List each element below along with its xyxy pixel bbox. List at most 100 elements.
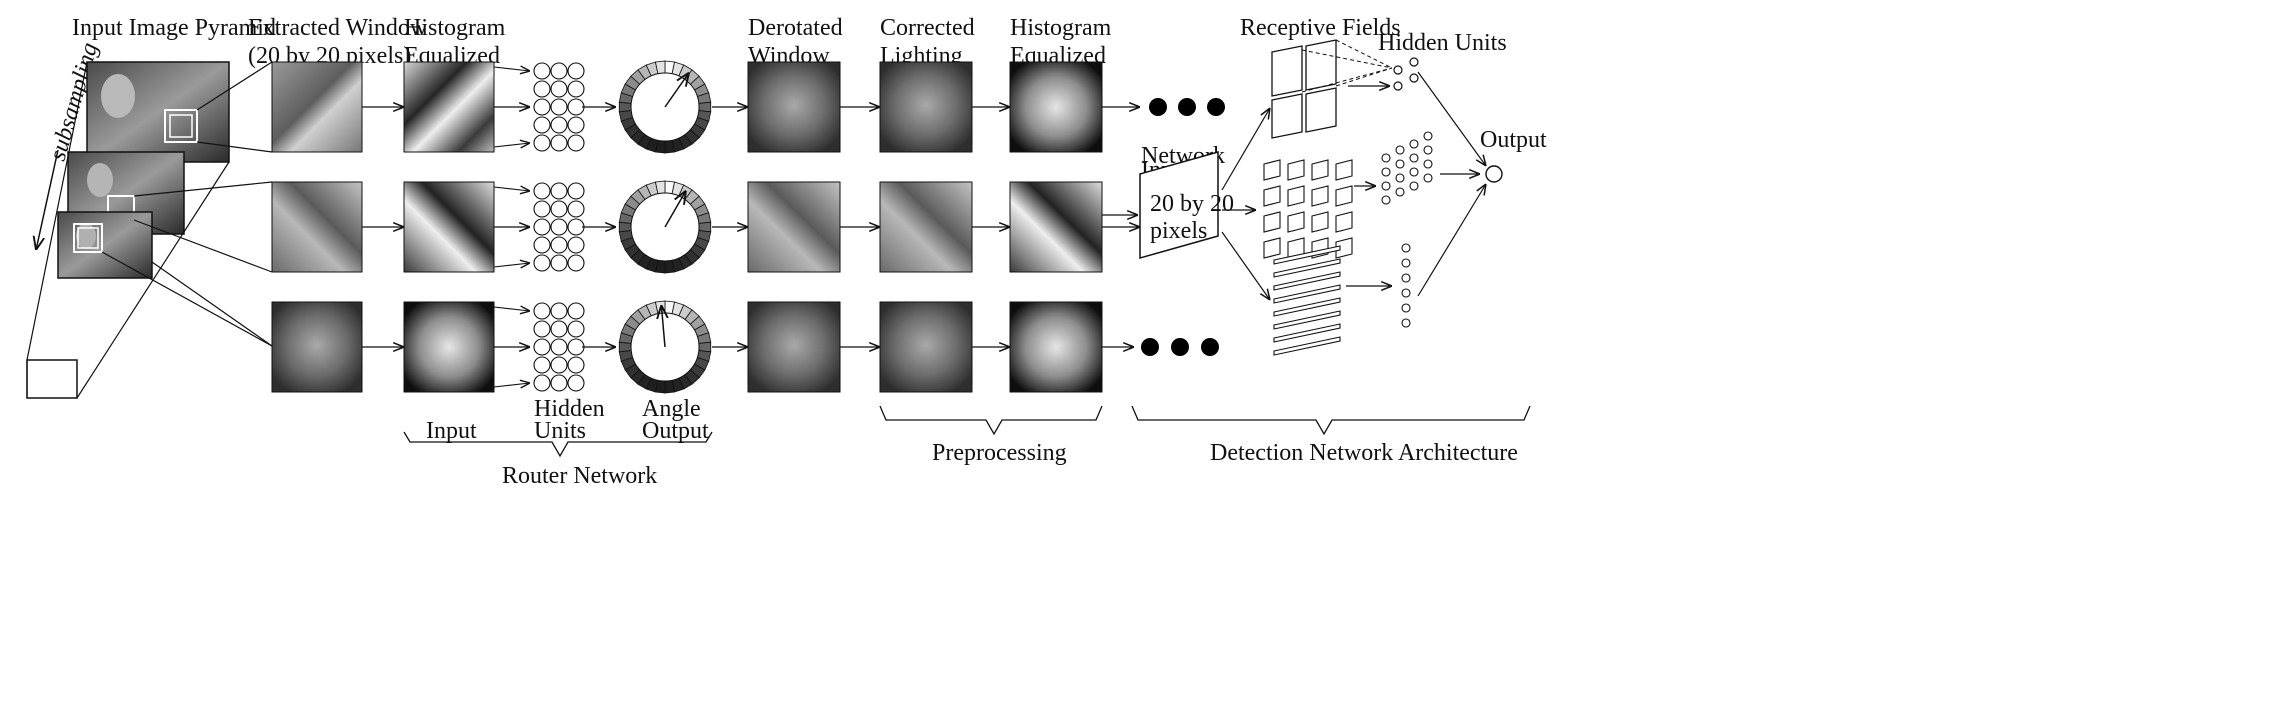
router-hidden-unit [550, 374, 568, 392]
hidden-unit [1381, 195, 1391, 205]
histeq-window-row3 [403, 301, 495, 393]
pyramid-smallest-level [26, 359, 78, 399]
router-hidden-unit [550, 218, 568, 236]
router-hidden-unit [550, 182, 568, 200]
router-hidden-unit [533, 302, 551, 320]
receptive-field-cell [1311, 211, 1329, 233]
detection-network-label: Detection Network Architecture [1210, 440, 1518, 466]
receptive-field-cell [1335, 159, 1353, 181]
hidden-unit [1401, 318, 1411, 328]
fan-arrow [493, 143, 530, 147]
router-hidden-unit [533, 62, 551, 80]
router-hidden-unit [533, 254, 551, 272]
preprocessing-label: Preprocessing [932, 440, 1067, 466]
dial-needle [664, 191, 686, 228]
extracted-window-row2 [271, 181, 363, 273]
router-hidden-unit [567, 356, 585, 374]
fan-arrow [493, 307, 530, 311]
ellipsis-row3 [1141, 338, 1219, 356]
histeq-window-row2 [403, 181, 495, 273]
hidden-unit [1409, 181, 1419, 191]
angle-output-dials [618, 60, 712, 394]
detection-network-brace [1131, 405, 1531, 436]
hidden-unit [1401, 273, 1411, 283]
router-hidden-unit [550, 320, 568, 338]
hidden-unit [1401, 288, 1411, 298]
derotated-window-row1 [747, 61, 841, 153]
hidden-unit [1381, 167, 1391, 177]
row-2 [271, 181, 1103, 273]
hidden-unit [1423, 131, 1433, 141]
router-hidden-unit [533, 374, 551, 392]
router-hidden-unit [533, 338, 551, 356]
router-hidden-unit [567, 98, 585, 116]
input-image-pyramid [26, 61, 230, 399]
dial-needle [664, 73, 689, 108]
router-hidden-unit [533, 80, 551, 98]
router-hidden-unit [550, 236, 568, 254]
stripe-field [1273, 245, 1341, 265]
router-hidden-unit [567, 338, 585, 356]
receptive-field-cell [1287, 185, 1305, 207]
pyramid-window-small [73, 223, 103, 253]
hidden-units-middle-group [1381, 131, 1433, 205]
stripe-field [1273, 297, 1341, 317]
router-hidden-unit [567, 62, 585, 80]
hidden-unit [1381, 181, 1391, 191]
network-input-box-label-2: pixels [1150, 218, 1207, 244]
corrected-window-row1 [879, 61, 973, 153]
router-hidden-unit [567, 80, 585, 98]
receptive-field-cell [1335, 237, 1353, 259]
pyramid-face-large [101, 74, 135, 118]
hidden-unit [1409, 153, 1419, 163]
corrected-lighting-label-1: Corrected [880, 15, 975, 41]
pyramid-face-small [76, 223, 96, 249]
router-hidden-unit [533, 182, 551, 200]
receptive-field-cell [1263, 185, 1281, 207]
fan-arrow [493, 67, 530, 71]
hidden-unit [1395, 187, 1405, 197]
final-histeq-window-row3 [1009, 301, 1103, 393]
hidden-units-label-2: Units [534, 418, 586, 444]
router-hidden-unit [567, 320, 585, 338]
hidden-unit [1395, 173, 1405, 183]
output-label: Output [1480, 127, 1547, 153]
router-network-label: Router Network [502, 463, 657, 489]
extracted-window-label: Extracted Window [248, 15, 428, 41]
router-hidden-unit [533, 218, 551, 236]
hidden-unit [1423, 173, 1433, 183]
histeq-window-row1 [403, 61, 495, 153]
stripe-field [1273, 258, 1341, 278]
router-hidden-unit [550, 80, 568, 98]
hidden-unit [1401, 303, 1411, 313]
hidden-unit [1409, 167, 1419, 177]
bottom-braces [403, 405, 1531, 458]
hidden-unit [1395, 159, 1405, 169]
fan-arrow [493, 263, 530, 267]
router-hidden-unit [567, 182, 585, 200]
receptive-field-cell [1263, 211, 1281, 233]
row-1 [271, 61, 1103, 153]
router-hidden-unit [567, 134, 585, 152]
router-network-brace [403, 431, 713, 458]
router-hidden-unit [550, 98, 568, 116]
receptive-fields-stripes [1273, 245, 1341, 356]
router-hidden-unit [550, 356, 568, 374]
input-label: Input [426, 418, 477, 444]
fan-arrow [493, 383, 530, 387]
final-histeq-window-row1 [1009, 61, 1103, 153]
receptive-field-cell [1311, 185, 1329, 207]
router-hidden-unit [533, 98, 551, 116]
router-hidden-unit [550, 302, 568, 320]
receptive-field-cell [1335, 185, 1353, 207]
receptive-field-cell [1287, 159, 1305, 181]
hidden-unit [1381, 153, 1391, 163]
router-hidden-unit [550, 200, 568, 218]
receptive-field-cell [1311, 159, 1329, 181]
output-unit [1485, 165, 1503, 183]
network-input-box [1139, 151, 1219, 259]
final-histeq-window-row2 [1009, 181, 1103, 273]
stripe-field [1273, 323, 1341, 343]
receptive-fields-quadrants [1271, 39, 1337, 139]
